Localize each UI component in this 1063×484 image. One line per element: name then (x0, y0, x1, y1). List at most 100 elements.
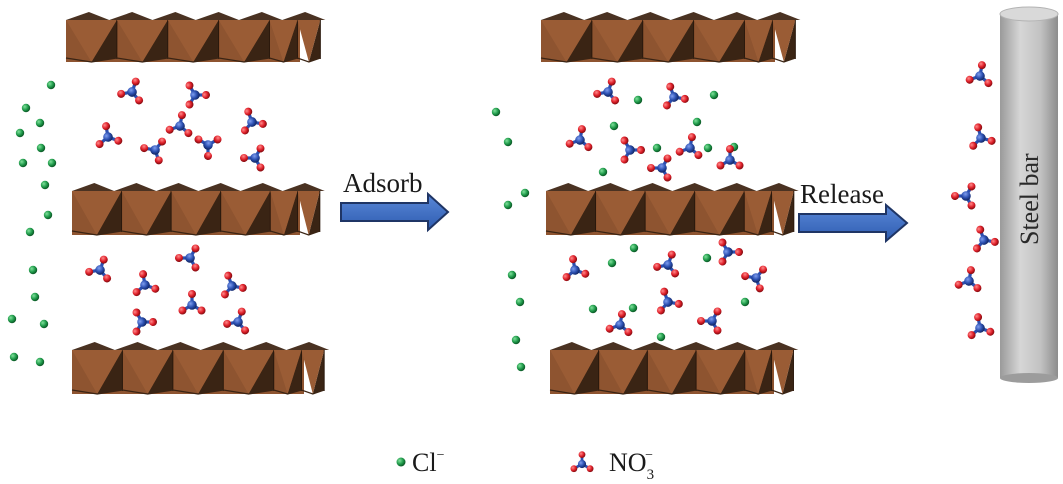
adsorb-label: Adsorb (343, 168, 423, 198)
oxygen-atom (696, 316, 705, 325)
oxygen-atom (197, 306, 206, 315)
chloride-ion (36, 143, 46, 153)
oxygen-atom (562, 273, 571, 282)
oxygen-atom (974, 123, 983, 132)
ions-group (7, 61, 999, 372)
octahedron-face (598, 350, 648, 394)
octahedron-face (772, 20, 796, 62)
oxygen-atom (986, 327, 995, 336)
oxygen-atom (718, 238, 727, 247)
oxygen-atom (976, 225, 985, 234)
nitrogen-atom (663, 260, 673, 270)
chloride-ion (47, 158, 57, 168)
oxygen-atom (185, 81, 194, 90)
chloride-ion (702, 253, 712, 263)
chloride-ion (7, 314, 17, 324)
nitrate-ion (140, 137, 167, 165)
oxygen-atom (637, 145, 646, 154)
octahedron-shadow (248, 350, 274, 394)
nitrogen-atom (685, 143, 695, 153)
oxygen-atom (990, 237, 999, 246)
octahedron-face (744, 350, 772, 394)
nitrate-ion (178, 290, 206, 315)
chloride-ion (18, 158, 28, 168)
octahedron-shadow (193, 20, 219, 62)
oxygen-atom (646, 163, 655, 172)
chloride-ion (35, 357, 45, 367)
octahedron-face (301, 350, 325, 394)
oxygen-atom (565, 139, 574, 148)
chloride-ion (740, 297, 750, 307)
nitrogen-atom (140, 280, 150, 290)
nitrate-ion (95, 122, 123, 149)
octahedron-face (297, 20, 321, 62)
nitrate-ion (662, 82, 689, 110)
oxygen-atom (581, 269, 590, 278)
nitrate-ion (565, 125, 593, 152)
legend: Cl− NO3− (396, 448, 654, 483)
layer-2-top (540, 12, 801, 63)
nitrogen-atom (185, 253, 195, 263)
oxygen-atom (204, 152, 213, 161)
oxygen-atom (967, 182, 976, 191)
oxygen-atom (687, 133, 696, 142)
nitrate-ion (240, 107, 267, 135)
nitrogen-atom (964, 276, 974, 286)
octahedron-face (647, 350, 697, 394)
layer-2-bottom (549, 342, 799, 395)
oxygen-atom (244, 107, 253, 116)
oxygen-atom (755, 284, 764, 293)
chloride-ion (628, 303, 638, 313)
nitrogen-atom (137, 317, 147, 327)
nitrogen-atom (976, 133, 986, 143)
octahedron-face (172, 350, 224, 394)
octahedron-shadow (570, 191, 596, 235)
oxygen-atom (950, 191, 959, 200)
octahedron-face (744, 20, 773, 62)
oxygen-atom (972, 244, 981, 253)
chloride-ion (40, 180, 50, 190)
oxygen-atom (584, 143, 593, 152)
hydroxide-layers (65, 12, 801, 395)
oxygen-atom (653, 262, 662, 271)
layer-bottom-edge (545, 230, 795, 236)
oxygen-atom (132, 288, 141, 297)
adsorb-arrow-shape (340, 191, 450, 233)
octahedron-face (541, 20, 592, 62)
octahedron-face (550, 350, 599, 394)
legend-chloride-label: Cl− (412, 448, 445, 477)
chloride-ion (652, 143, 662, 153)
oxygen-atom (716, 161, 725, 170)
octahedron-face (595, 191, 646, 235)
octahedron-face (771, 191, 794, 235)
oxygen-atom (660, 287, 669, 296)
octahedron-face (122, 350, 173, 394)
oxygen-atom (741, 272, 750, 281)
chloride-ion (588, 304, 598, 314)
oxygen-atom (674, 299, 683, 308)
nitrate-ion (223, 307, 250, 335)
nitrate-ion (954, 266, 982, 293)
chloride-ion (633, 95, 643, 105)
nitrate-ion (174, 244, 200, 272)
oxygen-atom (256, 144, 265, 153)
chloride-ion (703, 143, 713, 153)
chloride-ion (39, 319, 49, 329)
nitrate-ion (132, 308, 158, 336)
octahedron-face (121, 191, 172, 235)
chloride-ion (46, 80, 56, 90)
oxygen-atom (117, 89, 126, 98)
oxygen-atom (194, 135, 203, 144)
octahedron-shadow (245, 191, 271, 235)
oxygen-atom (202, 90, 211, 99)
octahedron-shadow (198, 350, 224, 394)
nitrate-ion (194, 135, 222, 161)
chloride-ion (511, 335, 521, 345)
octahedron-shadow (574, 350, 599, 394)
oxygen-atom (607, 77, 616, 86)
oxygen-atom (132, 308, 141, 317)
chloride-ion (607, 258, 617, 268)
oxygen-atom (135, 96, 144, 105)
oxygen-atom (256, 163, 265, 172)
nitrate-ion (972, 225, 999, 253)
